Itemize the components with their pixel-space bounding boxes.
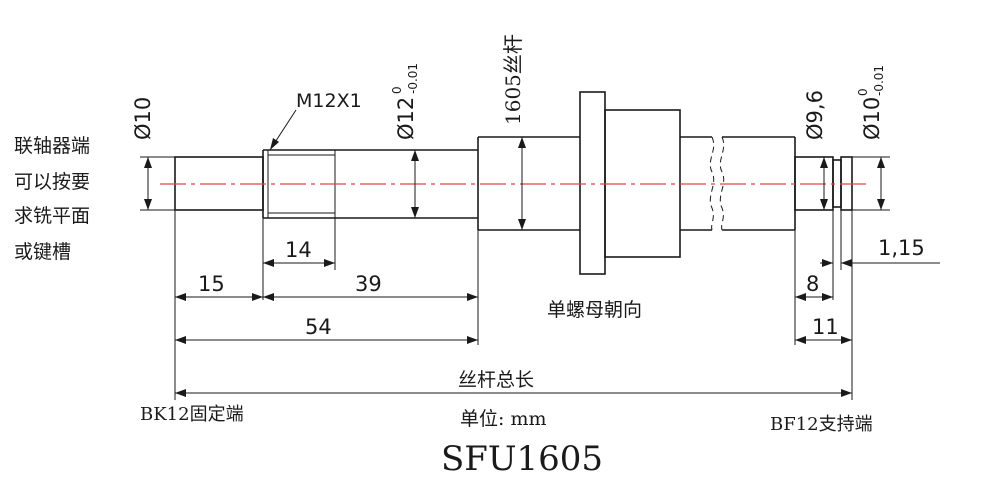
left-note-line-2: 可以按要 [14,171,90,193]
extension-lines [140,156,890,400]
break-line-left [709,136,715,231]
unit-label: 单位: mm [460,408,546,430]
model-label: SFU1605 [441,439,603,479]
d9-6-label: Ø9,6 [803,90,827,140]
d10-right-label: Ø10 [860,97,884,140]
nut-direction-label: 单螺母朝向 [547,299,642,321]
length-dim-lines [175,218,940,397]
diameter-dim-lines [144,137,885,230]
nut-flange [579,91,606,275]
d12-tol-lower: -0.01 [406,63,420,94]
dim-15: 15 [198,272,225,296]
left-note-line-4: 或键槽 [14,241,71,263]
d10-right-tol-lower: -0.01 [872,65,886,96]
screw-size-label: 1605丝杆 [501,34,525,125]
break-line-right [719,136,725,231]
d12-label-group: Ø12 0 -0.01 [390,63,420,140]
right-support-label: BF12支持端 [770,414,873,435]
total-length-label: 丝杆总长 [458,369,534,391]
dim-14: 14 [285,238,312,262]
d10-left-label: Ø10 [131,97,155,140]
d10-right-label-group: Ø10 0 -0.01 [856,65,886,140]
dim-11: 11 [812,315,839,339]
thread-label: M12X1 [296,90,362,112]
d12-tol-upper: 0 [390,86,404,94]
left-note-line-3: 求铣平面 [14,205,90,227]
left-support-label: BK12固定端 [140,404,244,425]
thread-leader-arrow [270,138,279,150]
d12-label: Ø12 [394,97,418,140]
dim-8: 8 [806,272,819,296]
dim-54: 54 [305,315,332,339]
d10-right-tol-upper: 0 [856,88,870,96]
dim-39: 39 [355,272,382,296]
dim-1-15: 1,15 [878,236,925,260]
left-note-line-1: 联轴器端 [14,135,90,157]
